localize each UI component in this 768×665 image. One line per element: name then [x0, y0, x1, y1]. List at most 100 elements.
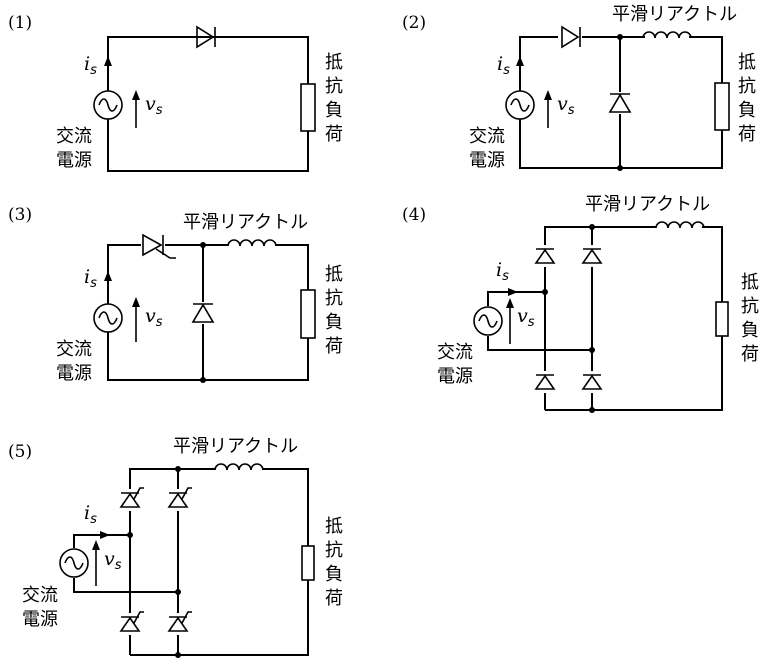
bridge-thyristor	[166, 611, 193, 635]
junction-dot	[175, 589, 181, 595]
wire-top	[107, 36, 309, 91]
wire-top-right	[275, 244, 309, 290]
bridge-diode	[533, 245, 557, 267]
current-arrow-icon	[104, 56, 112, 66]
inductor-icon	[227, 239, 277, 247]
diode	[558, 25, 582, 49]
load-char-2: 抗	[741, 296, 759, 317]
voltage-arrowhead-icon	[92, 540, 100, 550]
ac-source-icon	[93, 303, 123, 333]
voltage-arrowhead-icon	[544, 90, 552, 100]
diode	[196, 25, 216, 49]
current-label: is	[496, 259, 509, 284]
figure-4-label: (4)	[402, 205, 426, 225]
bridge-thyristor	[118, 611, 145, 635]
thyristor-icon	[141, 233, 176, 259]
current-label: is	[84, 266, 97, 291]
wire-top-left	[519, 36, 645, 91]
load-char-1: 抵	[738, 52, 756, 73]
resistor-load	[300, 83, 316, 132]
load-char-2: 抗	[325, 540, 343, 561]
source-text-1: 交流	[56, 339, 92, 360]
load-char-1: 抵	[325, 516, 343, 537]
load-char-4: 荷	[738, 124, 756, 145]
bridge-diode	[533, 371, 557, 393]
wire-source-bottom	[73, 578, 178, 593]
load-char-3: 負	[741, 320, 759, 341]
ac-source-icon	[505, 90, 535, 120]
ac-source-icon	[93, 90, 123, 120]
load-char-2: 抗	[325, 288, 343, 309]
load-char-4: 荷	[741, 344, 759, 365]
voltage-arrowhead-icon	[132, 90, 140, 100]
reactor-label: 平滑リアクトル	[585, 194, 710, 215]
source-text-1: 交流	[56, 126, 92, 147]
wire-bottom	[130, 580, 309, 656]
current-arrow-icon	[508, 288, 518, 296]
wire-bottom	[545, 336, 723, 411]
resistor-load	[714, 82, 730, 131]
load-char-4: 荷	[325, 124, 343, 145]
wire-source-top	[487, 291, 545, 306]
bridge-thyristor	[118, 487, 145, 511]
load-char-3: 負	[325, 312, 343, 333]
load-char-3: 負	[325, 100, 343, 121]
ac-source-icon	[473, 306, 503, 336]
junction-dot	[175, 652, 181, 658]
reactor-label: 平滑リアクトル	[183, 212, 308, 233]
bridge-thyristor	[166, 487, 193, 511]
junction-dot	[617, 34, 623, 40]
load-char-4: 荷	[325, 336, 343, 357]
wire-top-right	[262, 468, 309, 546]
wire-top-right	[702, 226, 723, 302]
wire-source-top	[73, 534, 130, 548]
bridge-diode	[580, 245, 604, 267]
current-arrow-icon	[516, 56, 524, 66]
load-char-1: 抵	[325, 52, 343, 73]
source-text-1: 交流	[22, 585, 58, 606]
junction-dot	[542, 289, 548, 295]
load-char-2: 抗	[325, 76, 343, 97]
junction-dot	[200, 242, 206, 248]
junction-dot	[127, 532, 133, 538]
current-label: is	[84, 53, 97, 78]
load-char-4: 荷	[325, 588, 343, 609]
voltage-label: vs	[145, 93, 163, 118]
figure-3-label: (3)	[8, 205, 32, 225]
reactor-label: 平滑リアクトル	[173, 436, 298, 457]
figure-2: (2) 平滑リアクトル is vs 交流 電源 抵 抗 負 荷	[402, 4, 756, 171]
wire-bottom	[107, 332, 309, 381]
voltage-label: vs	[517, 305, 535, 330]
voltage-arrowhead-icon	[132, 297, 140, 307]
current-label: is	[84, 502, 97, 527]
voltage-arrowhead-icon	[506, 298, 514, 308]
wire-bottom	[107, 119, 309, 172]
resistor-load	[301, 545, 315, 581]
voltage-label: vs	[145, 305, 163, 330]
bridge-diode	[580, 371, 604, 393]
voltage-label: vs	[557, 93, 575, 118]
junction-dot	[589, 347, 595, 353]
source-text-1: 交流	[469, 126, 505, 147]
source-text-2: 電源	[469, 150, 505, 171]
resistor-load	[715, 301, 729, 337]
junction-dot	[589, 407, 595, 413]
load-char-3: 負	[738, 100, 756, 121]
current-arrow-icon	[104, 271, 112, 281]
source-text-2: 電源	[56, 363, 92, 384]
current-label: is	[497, 53, 510, 78]
figure-2-label: (2)	[402, 13, 426, 33]
freewheel-diode	[608, 92, 632, 114]
figure-1: (1) is vs 交流 電源 抵 抗 負 荷	[8, 13, 343, 172]
junction-dot	[175, 466, 181, 472]
load-char-2: 抗	[738, 76, 756, 97]
inductor-icon	[642, 31, 692, 39]
source-text-2: 電源	[22, 609, 58, 630]
wire-top-right	[689, 36, 723, 83]
current-arrow-icon	[100, 531, 110, 539]
figure-3: (3) 平滑リアクトル is vs 交流 電源 抵 抗 負 荷	[8, 205, 343, 384]
figure-4: (4) 平滑リアクトル is vs 交流 電源 抵 抗 負 荷	[402, 194, 759, 413]
resistor-load	[300, 289, 316, 339]
reactor-label: 平滑リアクトル	[612, 4, 737, 25]
